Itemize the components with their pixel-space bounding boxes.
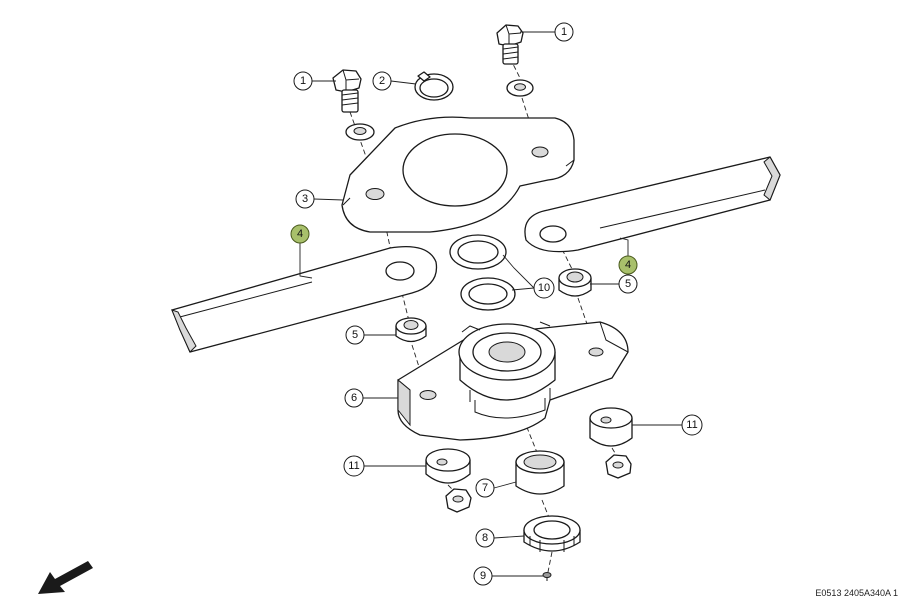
callout-label: 7 [482,482,488,494]
callout-label: 1 [300,75,306,87]
leader-lines [299,31,682,577]
callout-circle [554,22,574,42]
callout-label: 2 [379,75,385,87]
callout-circle [475,528,495,548]
callout-circle [344,388,364,408]
callout-circle [618,274,638,294]
blade-carrier [397,321,629,441]
callout-circle [345,325,365,345]
callout-11-left-buffer: 11 [343,455,365,477]
callout-5-left-bushing: 5 [345,325,365,345]
callout-label: 11 [686,419,697,431]
callout-circle [293,71,313,91]
rubber-buffer-right [589,407,633,447]
callout-2-retaining-ring: 2 [372,71,392,91]
callout-circle-highlighted [290,224,310,244]
callout-label: 8 [482,532,488,544]
washer-left [345,123,375,141]
callout-9-screw: 9 [473,566,493,586]
bearing-sleeve [515,450,565,495]
callout-4-left-blade: 4 [290,224,310,244]
callout-circle [473,566,493,586]
callout-1-right-bolt: 1 [554,22,574,42]
reference-code: E0513 2405A340A 1 [815,588,898,598]
callout-label: 6 [351,392,357,404]
rubber-buffer-left [425,448,471,484]
small-screw [542,572,552,581]
callout-10-shims: 10 [533,277,555,299]
callout-label: 1 [561,26,567,38]
callout-label: 5 [352,329,358,341]
callout-label: 4 [625,259,631,271]
callout-circle [533,277,555,299]
hex-nut-right [605,454,632,479]
callout-label: 11 [348,460,359,472]
direction-arrow-icon [38,561,93,594]
callout-circle [681,414,703,436]
callout-1-left-bolt: 1 [293,71,313,91]
shim-rings [449,234,516,311]
blade-right [524,156,781,253]
callout-circle-highlighted [618,255,638,275]
blade-left [171,245,438,353]
hex-bolt-right [496,24,524,65]
callout-11-right-buffer: 11 [681,414,703,436]
callout-5-right-bushing: 5 [618,274,638,294]
mounting-plate [341,116,575,233]
callout-circle [372,71,392,91]
retaining-ring [414,71,454,101]
bushing-left [395,317,427,343]
hex-nut-left [445,488,472,513]
callout-label: 4 [297,228,303,240]
bushing-right [558,268,592,297]
callout-circle [475,478,495,498]
callout-circle [343,455,365,477]
callout-8-collar-nut: 8 [475,528,495,548]
callout-label: 9 [480,570,486,582]
callout-3-plate: 3 [295,189,315,209]
callout-label: 3 [302,193,308,205]
collar-nut [523,515,581,552]
callout-label: 5 [625,278,631,290]
callout-6-carrier: 6 [344,388,364,408]
callout-7-sleeve: 7 [475,478,495,498]
callout-4-right-blade: 4 [618,255,638,275]
washer-right [506,79,534,97]
hex-bolt-left [332,69,362,113]
callout-circle [295,189,315,209]
callout-label: 10 [538,282,550,294]
